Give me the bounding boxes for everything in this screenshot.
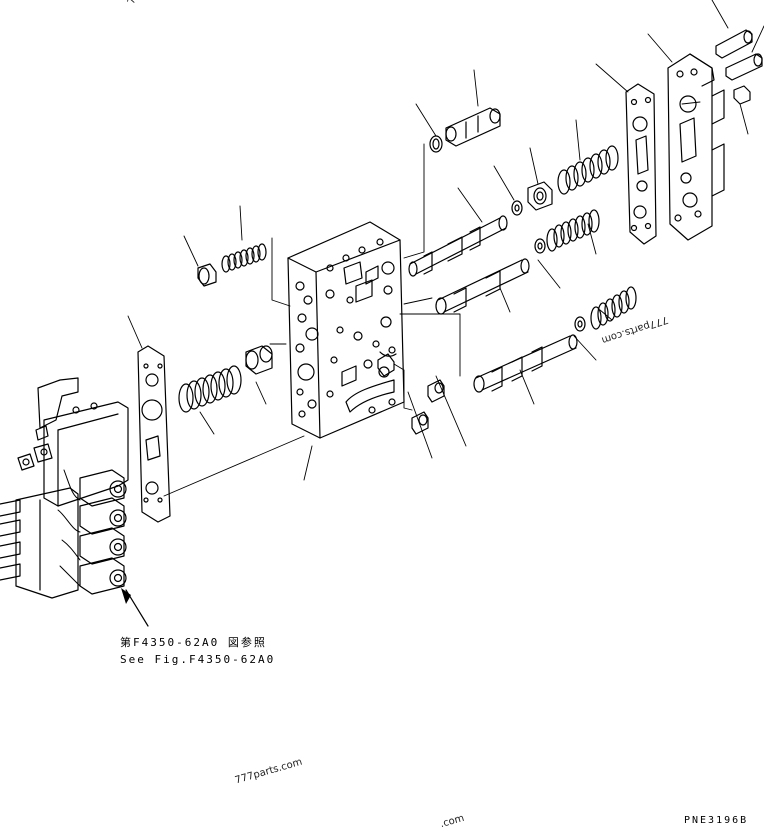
collar-right <box>511 200 523 216</box>
spring-seat-right <box>527 181 553 211</box>
spring-small-left <box>221 243 267 273</box>
spring-middle-right <box>546 209 600 252</box>
spring-lower-right <box>590 286 637 330</box>
spool-lower <box>473 334 578 393</box>
spring-large-left <box>178 365 242 413</box>
plug-1 <box>427 379 445 403</box>
solenoid-coil <box>79 527 127 565</box>
spool-middle <box>435 258 530 315</box>
solenoid-assembly <box>0 377 149 627</box>
solenoid-coil <box>79 557 127 595</box>
spring-upper-right <box>557 145 619 195</box>
spool-upper <box>408 215 508 277</box>
drawing-code: PNE3196B <box>684 815 749 826</box>
plug-right <box>733 85 751 105</box>
solenoid-coil <box>79 469 127 507</box>
washer-lower <box>574 316 586 332</box>
reference-label-en: See Fig.F4350-62A0 <box>120 653 276 666</box>
sleeve-small-left <box>197 263 217 287</box>
bolt-middle <box>725 53 763 81</box>
leader-lines <box>127 0 764 497</box>
spring-cap-left <box>245 345 273 375</box>
reference-label-jp: 第F4350-62A0 図参照 <box>120 636 267 649</box>
bolt-upper <box>715 29 753 59</box>
gasket-right <box>625 83 657 245</box>
end-cover <box>667 53 725 241</box>
piston-upper <box>445 107 501 147</box>
plug-2 <box>411 411 429 435</box>
valve-body <box>287 221 405 439</box>
washer-middle <box>534 238 546 254</box>
plug-3 <box>377 353 395 377</box>
gasket-left <box>137 345 171 523</box>
solenoid-coil <box>79 497 127 535</box>
